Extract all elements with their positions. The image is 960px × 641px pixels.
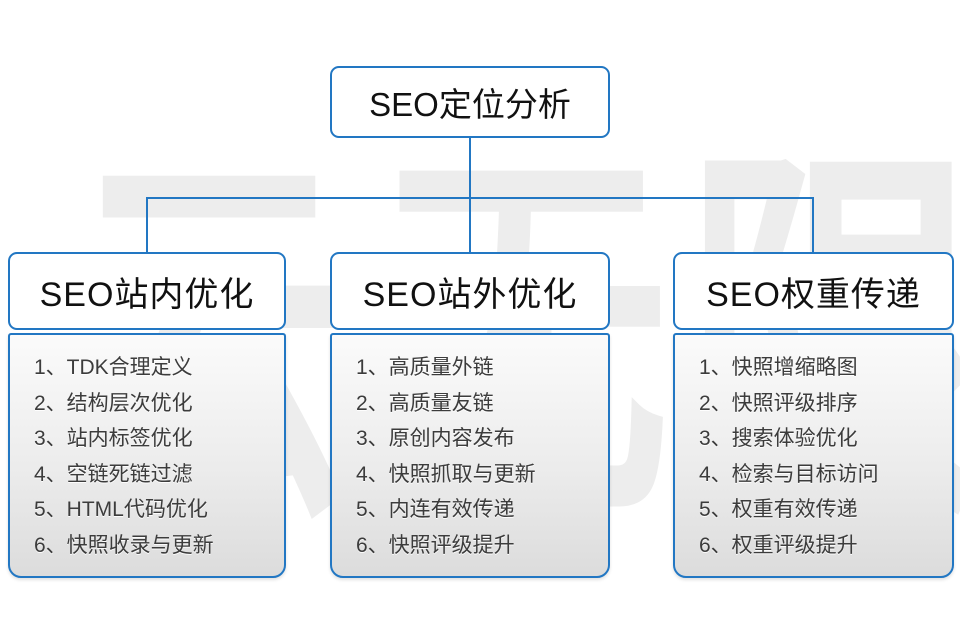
list-item: 4、空链死链过滤 xyxy=(34,462,193,486)
branch-header-weight: SEO权重传递 xyxy=(673,252,954,330)
list-item: 1、快照增缩略图 xyxy=(699,356,858,379)
connector-drop-left xyxy=(146,197,148,253)
branch-header-onsite: SEO站内优化 xyxy=(8,252,286,330)
onsite-item-list: 1、TDK合理定义 2、结构层次优化 3、站内标签优化 4、空链死链过滤 5、H… xyxy=(10,335,284,563)
connector-drop-right xyxy=(812,197,814,253)
weight-item-list: 1、快照增缩略图 2、快照评级排序 3、搜索体验优化 4、检索与目标访问 5、权… xyxy=(675,335,952,563)
list-item: 2、结构层次优化 xyxy=(34,391,193,415)
branch-list-offsite: 1、高质量外链 2、高质量友链 3、原创内容发布 4、快照抓取与更新 5、内连有… xyxy=(330,333,610,578)
list-item: 5、HTML代码优化 xyxy=(34,498,208,521)
root-node-label: SEO定位分析 xyxy=(369,86,571,123)
connector-horizontal xyxy=(146,197,814,199)
list-item: 3、站内标签优化 xyxy=(34,427,193,450)
list-item: 3、搜索体验优化 xyxy=(699,427,858,450)
branch-header-offsite-label: SEO站外优化 xyxy=(362,275,578,314)
list-item: 2、快照评级排序 xyxy=(699,391,858,415)
list-item: 2、高质量友链 xyxy=(356,391,494,415)
connector-root-stem xyxy=(469,138,471,199)
list-item: 6、快照评级提升 xyxy=(356,533,515,557)
list-item: 1、高质量外链 xyxy=(356,356,494,379)
list-item: 5、权重有效传递 xyxy=(699,498,858,521)
branch-header-weight-label: SEO权重传递 xyxy=(706,275,921,314)
list-item: 4、快照抓取与更新 xyxy=(356,462,536,486)
list-item: 6、快照收录与更新 xyxy=(34,533,214,557)
root-node: SEO定位分析 xyxy=(330,66,610,138)
branch-header-offsite: SEO站外优化 xyxy=(330,252,610,330)
branch-list-weight: 1、快照增缩略图 2、快照评级排序 3、搜索体验优化 4、检索与目标访问 5、权… xyxy=(673,333,954,578)
list-item: 5、内连有效传递 xyxy=(356,498,515,521)
list-item: 1、TDK合理定义 xyxy=(34,356,193,379)
offsite-item-list: 1、高质量外链 2、高质量友链 3、原创内容发布 4、快照抓取与更新 5、内连有… xyxy=(332,335,608,563)
branch-list-onsite: 1、TDK合理定义 2、结构层次优化 3、站内标签优化 4、空链死链过滤 5、H… xyxy=(8,333,286,578)
connector-drop-center xyxy=(469,197,471,253)
list-item: 6、权重评级提升 xyxy=(699,533,858,557)
list-item: 3、原创内容发布 xyxy=(356,427,515,450)
branch-header-onsite-label: SEO站内优化 xyxy=(39,275,255,314)
list-item: 4、检索与目标访问 xyxy=(699,462,879,486)
